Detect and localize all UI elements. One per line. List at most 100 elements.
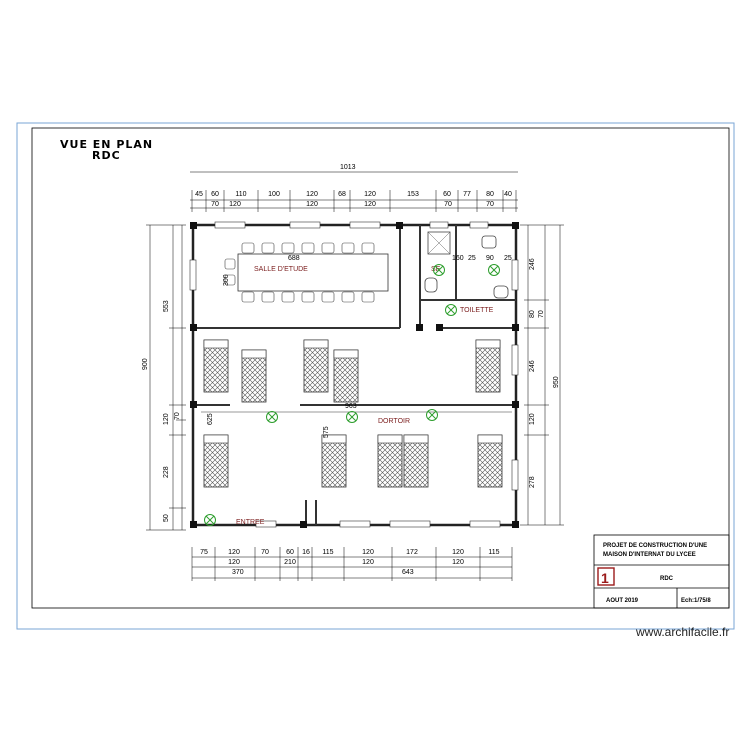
bottom-total-right: 643 <box>402 569 414 576</box>
bed <box>333 349 359 403</box>
right-dimensions <box>520 224 564 526</box>
dimension-value: 75 <box>200 549 208 556</box>
chair <box>281 242 295 254</box>
dim-300: 300 <box>223 274 230 286</box>
chair <box>224 274 236 286</box>
bottom-total-left: 370 <box>232 569 244 576</box>
right-dim-950: 950 <box>553 376 560 388</box>
dimension-value: 153 <box>407 191 419 198</box>
drawing-subtitle: RDC <box>92 149 121 162</box>
project-name-line-2: MAISON D'INTERNAT DU LYCEE <box>603 552 696 558</box>
dim-25a: 25 <box>468 255 476 262</box>
room-label-study: SALLE D'ETUDE <box>254 266 308 273</box>
left-dim-70: 70 <box>174 412 181 420</box>
study-table <box>237 253 389 292</box>
top-total-dimension: 1013 <box>340 164 356 171</box>
right-dim-120: 120 <box>529 413 536 425</box>
chair <box>301 242 315 254</box>
chair <box>301 291 315 303</box>
dimension-value: 172 <box>406 549 418 556</box>
bed <box>477 434 503 488</box>
sheet-number: 1 <box>601 570 609 586</box>
sheet-inner-frame <box>31 127 730 609</box>
dimension-value: 120 <box>229 201 241 208</box>
dimension-value: 120 <box>364 191 376 198</box>
left-dim-900: 900 <box>142 358 149 370</box>
title-block <box>593 534 730 609</box>
interior-walls <box>193 225 516 525</box>
chair <box>341 242 355 254</box>
drawing-scale: Ech:1/75/8 <box>681 598 711 604</box>
bed <box>203 339 229 393</box>
dimension-value: 70 <box>211 201 219 208</box>
dimension-value: 100 <box>268 191 280 198</box>
room-label-dorm: DORTOIR <box>378 418 410 425</box>
dimension-value: 70 <box>486 201 494 208</box>
dimension-value: 70 <box>261 549 269 556</box>
chair <box>241 291 255 303</box>
dimension-value: 120 <box>306 201 318 208</box>
dimension-value: 70 <box>444 201 452 208</box>
shower-tray <box>427 231 451 255</box>
room-label-se: SE <box>431 266 441 273</box>
toilet-bowl <box>424 277 438 293</box>
chair <box>224 258 236 270</box>
bed <box>475 339 501 393</box>
dimension-value: 115 <box>488 549 499 556</box>
left-dim-120: 120 <box>163 413 170 425</box>
light-icon <box>346 411 358 423</box>
left-dim-50: 50 <box>163 514 170 522</box>
chair <box>321 291 335 303</box>
dimension-value: 120 <box>228 559 240 566</box>
right-dim-246: 246 <box>529 360 536 372</box>
right-dim-246-top: 246 <box>529 258 536 270</box>
chair <box>261 242 275 254</box>
bed <box>377 434 403 488</box>
dimension-value: 115 <box>322 549 333 556</box>
windows <box>189 221 519 528</box>
dimension-value: 16 <box>302 549 310 556</box>
chair <box>361 242 375 254</box>
drawing-date: AOUT 2019 <box>606 598 639 604</box>
chair <box>241 242 255 254</box>
chair <box>361 291 375 303</box>
dimension-value: 68 <box>338 191 346 198</box>
right-dim-278: 278 <box>529 476 536 488</box>
light-icon <box>488 264 500 276</box>
dimension-value: 60 <box>443 191 451 198</box>
watermark: www.archifacile.fr <box>636 625 730 639</box>
drawing-title: VUE EN PLAN <box>60 138 153 151</box>
left-dimensions <box>146 224 186 531</box>
room-label-toilet: TOILETTE <box>460 307 494 314</box>
dimension-value: 120 <box>306 191 318 198</box>
bed <box>403 434 429 488</box>
right-dim-80: 80 <box>529 310 536 318</box>
ceiling-lights <box>204 264 500 526</box>
right-dim-70: 70 <box>538 310 545 318</box>
dim-963: 963 <box>345 403 357 410</box>
light-icon <box>266 411 278 423</box>
left-dim-228: 228 <box>163 466 170 478</box>
dimension-value: 120 <box>364 201 376 208</box>
dim-90: 90 <box>486 255 494 262</box>
dimension-value: 60 <box>211 191 219 198</box>
dim-575: 575 <box>323 426 330 438</box>
washbasin <box>481 235 497 249</box>
chair <box>321 242 335 254</box>
dim-160: 160 <box>452 255 464 262</box>
bed <box>203 434 229 488</box>
dimension-value: 210 <box>284 559 296 566</box>
chair <box>281 291 295 303</box>
dimension-value: 110 <box>235 191 246 198</box>
dimension-value: 60 <box>286 549 294 556</box>
bed <box>321 434 347 488</box>
dim-688: 688 <box>288 255 300 262</box>
sheet-number-box <box>597 567 615 586</box>
sheet-name: RDC <box>660 576 674 582</box>
light-icon <box>426 409 438 421</box>
chair <box>341 291 355 303</box>
bed <box>241 349 267 403</box>
